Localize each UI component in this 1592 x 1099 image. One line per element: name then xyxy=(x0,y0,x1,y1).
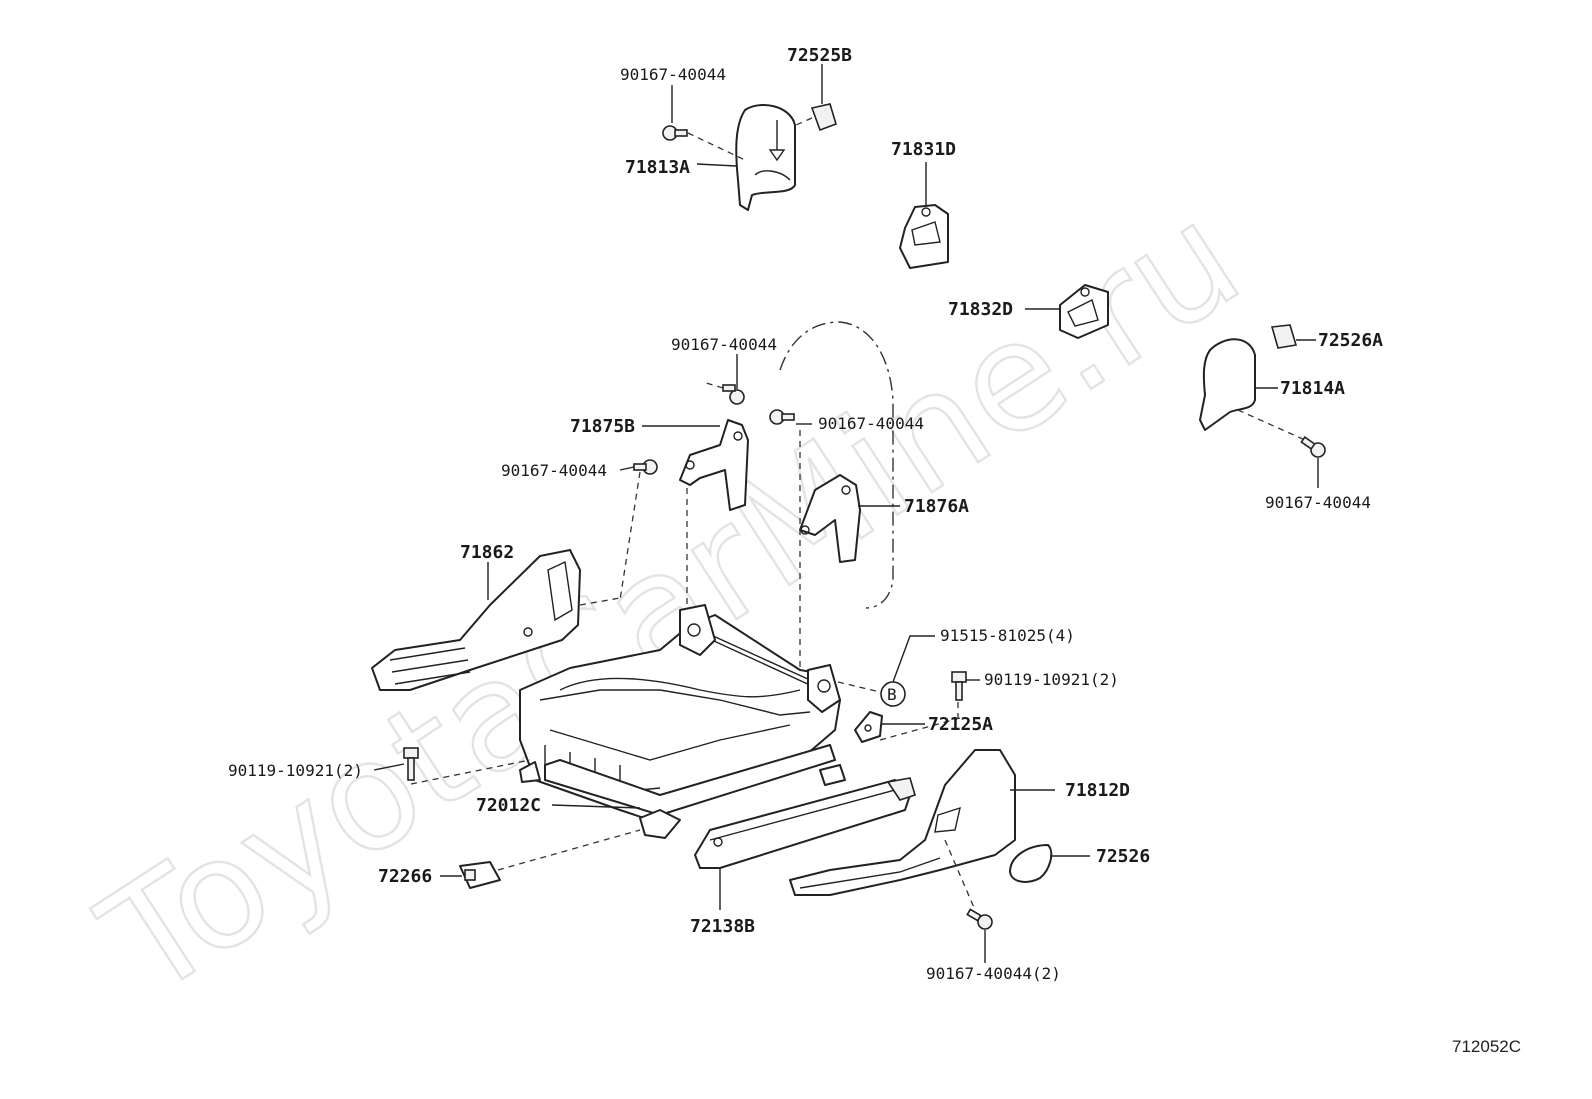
part-71875B xyxy=(679,419,749,511)
part-71832D xyxy=(1059,284,1109,339)
label-72526: 72526 xyxy=(1096,846,1150,867)
dash-mid1 xyxy=(702,381,724,389)
label-71832D: 71832D xyxy=(948,299,1013,320)
label-72012C: 72012C xyxy=(476,795,541,816)
bolt-90119-left xyxy=(403,747,419,781)
svg-text:B: B xyxy=(887,685,897,704)
part-72525B xyxy=(810,103,837,132)
bolt-90119-right xyxy=(951,671,967,701)
label-71813A: 71813A xyxy=(625,157,690,178)
label-71814A: 71814A xyxy=(1280,378,1345,399)
label-71831D: 71831D xyxy=(891,139,956,160)
leader-90119-left xyxy=(373,763,405,771)
screw-90167-left xyxy=(633,459,658,475)
label-90167-40044-bottom: 90167-40044(2) xyxy=(926,964,1061,983)
dash-screw-right xyxy=(1237,409,1306,441)
label-90119-10921-right: 90119-10921(2) xyxy=(984,670,1119,689)
screw-90167-right xyxy=(1300,435,1326,458)
part-72526A xyxy=(1270,324,1298,349)
part-72012C xyxy=(519,604,846,839)
screw-90167-top xyxy=(662,125,688,141)
seatback-outline xyxy=(779,321,894,609)
label-91515-81025: 91515-81025(4) xyxy=(940,626,1075,645)
label-72125A: 72125A xyxy=(928,714,993,735)
label-71812D: 71812D xyxy=(1065,780,1130,801)
label-71862: 71862 xyxy=(460,542,514,563)
dash-71862 xyxy=(579,597,621,606)
part-71876A xyxy=(799,474,861,563)
label-90119-10921-left: 90119-10921(2) xyxy=(228,761,363,780)
leader-71813A xyxy=(696,163,737,167)
label-71876A: 71876A xyxy=(904,496,969,517)
part-72266 xyxy=(459,861,501,889)
label-72138B: 72138B xyxy=(690,916,755,937)
label-72525B: 72525B xyxy=(787,45,852,66)
label-90167-40044-top: 90167-40044 xyxy=(620,65,726,84)
leader-72012C xyxy=(551,804,641,809)
part-71814A xyxy=(1199,338,1256,431)
leader-91515 xyxy=(892,635,935,683)
part-71813A xyxy=(735,104,796,211)
part-71812D xyxy=(789,749,1016,896)
label-90167-40044-mid1: 90167-40044 xyxy=(671,335,777,354)
label-71875B: 71875B xyxy=(570,416,635,437)
dash-72125A xyxy=(879,717,961,741)
part-72526 xyxy=(1009,844,1053,883)
label-72526A: 72526A xyxy=(1318,330,1383,351)
part-72138B xyxy=(694,777,916,869)
screw-90167-mid1 xyxy=(722,384,745,405)
label-72266: 72266 xyxy=(378,866,432,887)
part-72125A xyxy=(854,711,883,743)
leader-90167-left xyxy=(619,466,635,471)
label-90167-40044-right: 90167-40044 xyxy=(1265,493,1371,512)
diagram-code: 712052C xyxy=(1452,1037,1521,1056)
screw-90167-bottom xyxy=(966,908,993,930)
dash-bolt-left xyxy=(410,759,531,785)
label-90167-40044-left: 90167-40044 xyxy=(501,461,607,480)
dash-72266 xyxy=(497,829,641,871)
dash-71812D xyxy=(944,839,976,911)
part-71831D xyxy=(899,204,949,269)
dash-B xyxy=(837,681,881,693)
dash-72525B xyxy=(795,117,813,126)
part-71862 xyxy=(371,549,581,691)
label-90167-40044-mid2: 90167-40044 xyxy=(818,414,924,433)
callout-B: B xyxy=(880,681,906,707)
screw-90167-mid2 xyxy=(769,409,795,425)
